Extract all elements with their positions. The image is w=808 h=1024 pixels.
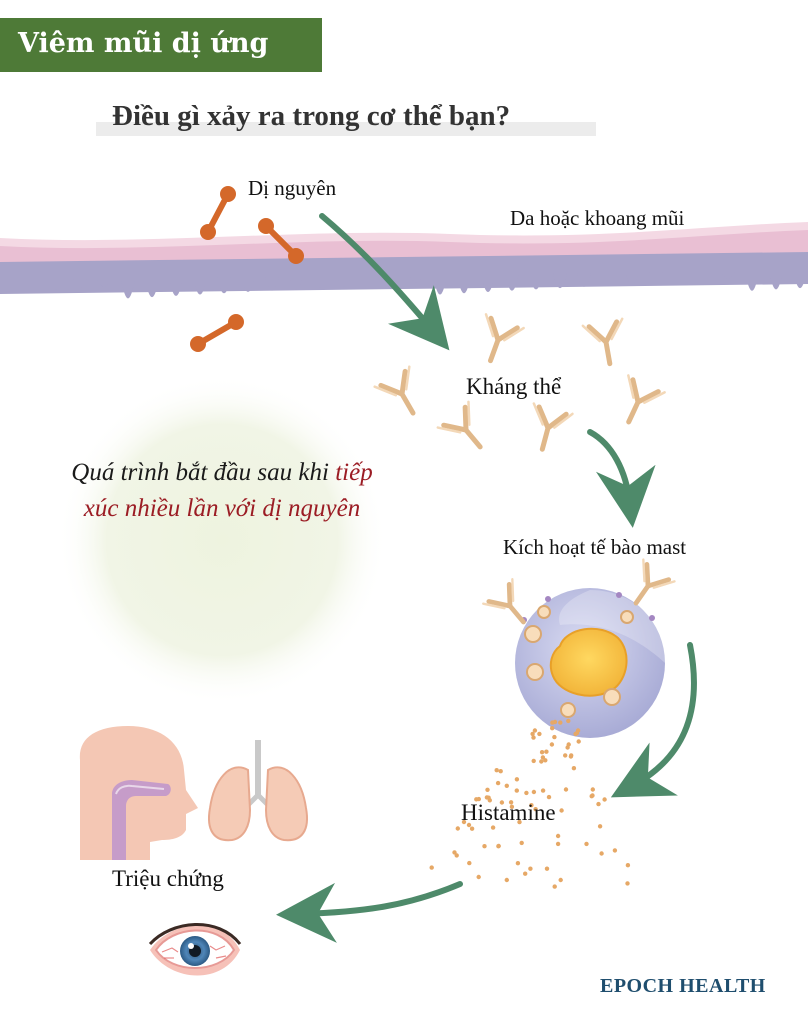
histamine-label: Histamine — [461, 800, 556, 825]
flow-arrow-icon — [587, 429, 656, 528]
antibody-icon — [436, 400, 483, 450]
skin-label: Da hoặc khoang mũi — [510, 206, 685, 230]
histamine-dots-icon — [429, 718, 631, 889]
note-highlight: tiếp xúc nhiều lần với dị nguyên — [83, 459, 373, 522]
antibody-icon — [633, 558, 676, 606]
header-banner — [0, 18, 322, 72]
allergen-molecules — [190, 186, 304, 352]
antibody-icon — [532, 402, 574, 452]
mast-cell-icon — [482, 558, 676, 738]
page-title: Viêm mũi dị ứng — [18, 28, 269, 59]
mast-cell-label: Kích hoạt tế bào mast — [503, 535, 687, 559]
flow-arrow-icon — [610, 642, 697, 798]
antibody-icon — [482, 578, 526, 625]
lungs-icon — [208, 740, 308, 842]
allergen-molecule-icon — [190, 314, 244, 352]
symptoms-label: Triệu chứng — [112, 866, 224, 891]
note-text: Quá trình bắt đầu sau khi — [71, 459, 336, 486]
allergen-molecule-icon — [258, 218, 304, 264]
antibody-icon — [626, 374, 666, 425]
antibody-icon — [581, 317, 624, 367]
allergen-molecule-icon — [200, 186, 236, 240]
eye-icon — [148, 923, 242, 976]
allergen-label: Dị nguyên — [248, 176, 337, 200]
flow-arrow-icon — [319, 213, 450, 351]
flow-arrow-icon — [276, 881, 463, 943]
antibody-icon — [373, 365, 416, 416]
process-note: Quá trình bắt đầu sau khi tiếp xúc nhiều… — [62, 455, 382, 527]
head-profile-icon — [79, 726, 198, 860]
flow-arrows — [276, 213, 697, 943]
brand-logo: EPOCH HEALTH — [600, 975, 766, 997]
note-glow — [57, 375, 387, 705]
subtitle-underline — [96, 122, 596, 136]
antibody-label: Kháng thể — [466, 374, 562, 399]
antibody-icon — [484, 313, 525, 364]
page-subtitle: Điều gì xảy ra trong cơ thể bạn? — [112, 100, 511, 132]
skin-layer — [0, 222, 808, 299]
antibodies-group — [373, 313, 666, 452]
